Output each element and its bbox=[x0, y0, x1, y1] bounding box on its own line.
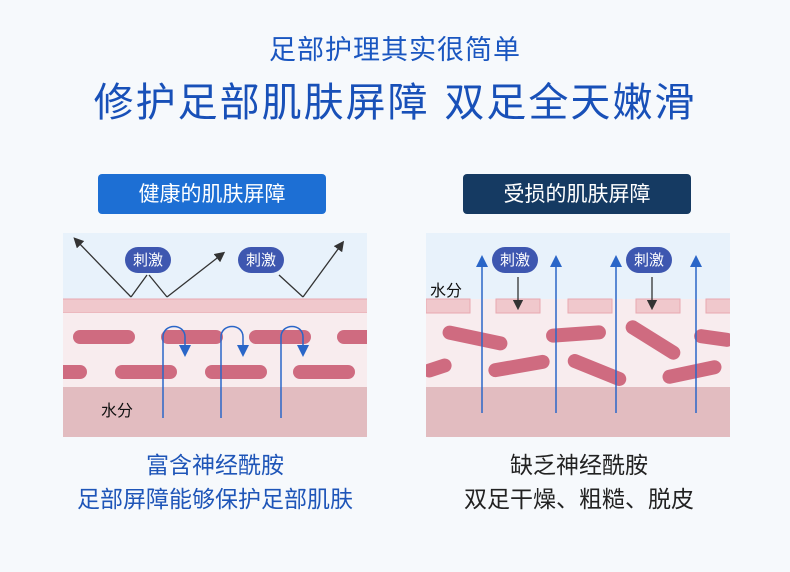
stimulus-label: 刺激 bbox=[238, 247, 285, 273]
damaged-barrier-badge: 受损的肌肤屏障 bbox=[463, 174, 691, 214]
water-label: 水分 bbox=[101, 401, 134, 420]
stimulus-label: 刺激 bbox=[626, 247, 673, 273]
healthy-caption-line2: 足部屏障能够保护足部肌肤 bbox=[77, 487, 353, 513]
damaged-surface-layer bbox=[426, 298, 730, 314]
stimulus-label: 刺激 bbox=[125, 247, 172, 273]
damaged-lipid-layer bbox=[426, 320, 730, 386]
damaged-barrier-diagram: 刺激 刺激 水分 bbox=[426, 233, 730, 437]
stimulus-reflect-arrows bbox=[73, 237, 345, 298]
page-title: 修护足部肌肤屏障 双足全天嫩滑 bbox=[93, 80, 697, 126]
damaged-caption-line1: 缺乏神经酰胺 bbox=[510, 453, 648, 479]
healthy-barrier-diagram: 刺激 刺激 水分 bbox=[63, 233, 367, 437]
damaged-caption: 缺乏神经酰胺 双足干燥、粗糙、脱皮 bbox=[400, 449, 758, 517]
stimulus-penetrate-arrows bbox=[512, 277, 658, 311]
healthy-caption-line1: 富含神经酰胺 bbox=[146, 453, 284, 479]
healthy-caption: 富含神经酰胺 足部屏障能够保护足部肌肤 bbox=[40, 449, 390, 517]
water-retention-arrows bbox=[162, 325, 309, 418]
water-label: 水分 bbox=[430, 281, 463, 300]
damaged-caption-line2: 双足干燥、粗糙、脱皮 bbox=[464, 487, 694, 513]
healthy-barrier-badge: 健康的肌肤屏障 bbox=[98, 174, 326, 214]
healthy-lipid-layer bbox=[63, 330, 367, 379]
page-subtitle: 足部护理其实很简单 bbox=[269, 35, 521, 66]
water-loss-arrows bbox=[476, 255, 702, 413]
stimulus-label: 刺激 bbox=[492, 247, 539, 273]
